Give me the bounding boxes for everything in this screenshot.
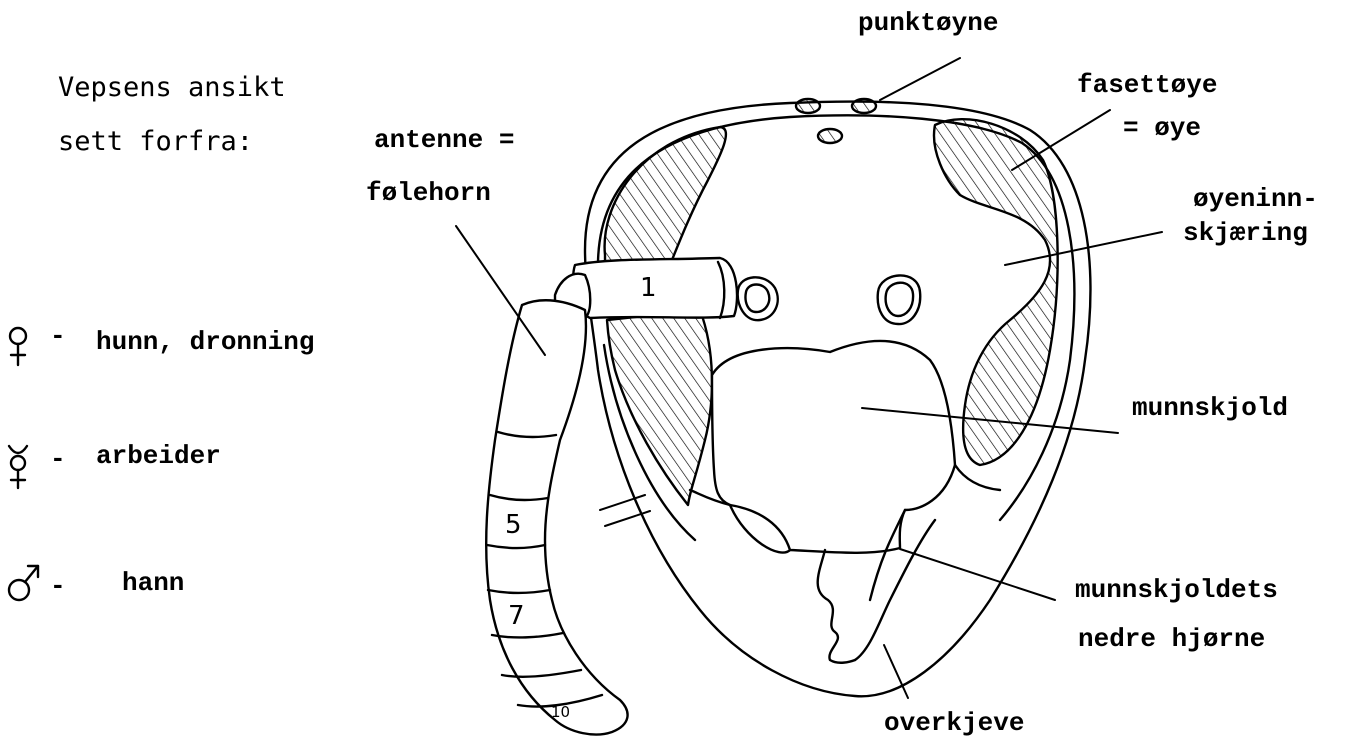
ocellus-middle [818,129,842,143]
label-overkjeve: overkjeve [884,708,1024,738]
leader-antenne [456,226,545,355]
label-munnskjoldets-1: munnskjoldets [1075,575,1278,605]
male-symbol-icon [9,566,38,600]
segment-number-1: 1 [640,273,657,303]
segment-number-5: 5 [505,510,522,540]
legend-female-dash: - [50,321,66,351]
legend-female-label: hunn, dronning [96,327,314,357]
female-symbol-icon [10,328,26,365]
segment-number-10: 10 [551,703,570,721]
title-line-1: Vepsens ansikt [58,72,286,103]
wasp-head [585,99,1090,696]
label-munnskjoldets-2: nedre hjørne [1078,624,1265,654]
label-fasettoye-2: = øye [1123,113,1201,143]
ocellus-left [796,99,820,113]
label-oyeninnskjaering-2: skjæring [1183,218,1308,248]
title-line-2: sett forfra: [58,126,253,157]
label-munnskjold: munnskjold [1132,393,1288,423]
worker-symbol-icon [9,446,27,488]
legend-worker-label: arbeider [96,441,221,471]
ocellus-right [852,99,876,113]
label-punktoyne: punktøyne [858,8,998,38]
label-oyeninnskjaering-1: øyeninn- [1193,184,1318,214]
legend-male-label: hann [122,568,184,598]
legend-male-dash: - [50,571,66,601]
label-antenne-2: følehorn [366,178,491,208]
label-antenne-1: antenne = [374,125,514,155]
segment-number-7: 7 [508,601,525,631]
legend-worker-dash: - [50,444,66,474]
leader-punktoyne [880,58,960,100]
label-fasettoye-1: fasettøye [1077,70,1217,100]
legend: - hunn, dronning - arbeider - hann [9,321,314,601]
